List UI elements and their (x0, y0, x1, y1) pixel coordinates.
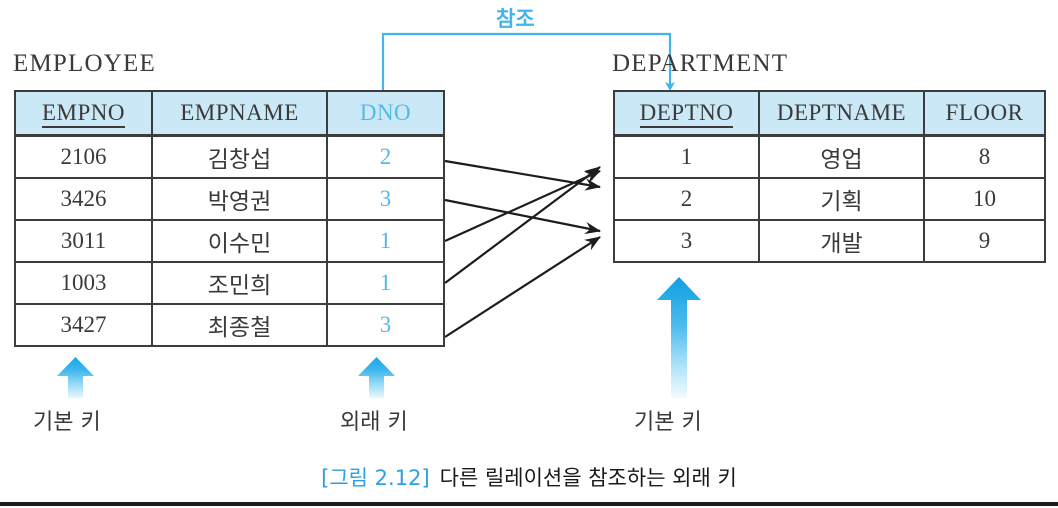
column-header-deptno: DEPTNO (613, 90, 760, 137)
cell-deptname: 개발 (758, 219, 925, 263)
cell-deptno: 3 (613, 219, 760, 263)
link-row5 (444, 236, 601, 338)
bottom-divider (0, 502, 1058, 506)
cell-dno: 3 (326, 177, 445, 221)
cell-dno: 3 (326, 303, 445, 347)
cell-deptname: 기획 (758, 177, 925, 221)
cell-empname: 이수민 (151, 219, 328, 263)
employee-header-row: EMPNO EMPNAME DNO (14, 90, 445, 137)
cell-empno: 3011 (14, 219, 153, 263)
column-header-empno: EMPNO (14, 90, 153, 137)
reference-label: 참조 (496, 7, 535, 31)
arrow-primary-key-employee (57, 357, 94, 398)
cell-empname: 김창섭 (151, 134, 328, 179)
cell-empname: 최종철 (151, 303, 328, 347)
column-header-floor: FLOOR (923, 90, 1046, 137)
table-row: 3 개발 9 (613, 219, 1046, 263)
cell-dno: 2 (326, 134, 445, 179)
label-foreign-key-dno: 외래 키 (340, 410, 408, 435)
department-relation-title: DEPARTMENT (612, 50, 789, 77)
link-row4 (444, 166, 601, 284)
table-row: 3426 박영권 3 (14, 177, 445, 221)
link-row2 (444, 198, 601, 235)
table-row: 2106 김창섭 2 (14, 134, 445, 179)
link-row1 (444, 159, 601, 191)
column-header-deptname: DEPTNAME (758, 90, 925, 137)
foreign-key-links (444, 159, 601, 338)
column-header-empname: EMPNAME (151, 90, 328, 137)
cell-floor: 10 (923, 177, 1046, 221)
cell-empno: 1003 (14, 261, 153, 305)
cell-floor: 9 (923, 219, 1046, 263)
figure-caption: [그림 2.12] 다른 릴레이션을 참조하는 외래 키 (0, 462, 1058, 492)
employee-relation-title: EMPLOYEE (13, 50, 156, 77)
cell-empno: 2106 (14, 134, 153, 179)
table-row: 1 영업 8 (613, 134, 1046, 179)
employee-table: EMPNO EMPNAME DNO 2106 김창섭 2 3426 박영권 3 … (14, 90, 445, 347)
label-primary-key-department: 기본 키 (634, 410, 702, 435)
cell-deptno: 2 (613, 177, 760, 221)
link-row3 (444, 169, 601, 243)
cell-dno: 1 (326, 261, 445, 305)
column-header-dno: DNO (326, 90, 445, 137)
table-row: 3427 최종철 3 (14, 303, 445, 347)
table-row: 2 기획 10 (613, 177, 1046, 221)
cell-empname: 조민희 (151, 261, 328, 305)
department-table: DEPTNO DEPTNAME FLOOR 1 영업 8 2 기획 10 3 개… (613, 90, 1046, 263)
arrow-foreign-key-dno (358, 357, 395, 398)
cell-deptname: 영업 (758, 134, 925, 179)
cell-deptno: 1 (613, 134, 760, 179)
cell-empno: 3426 (14, 177, 153, 221)
label-primary-key-employee: 기본 키 (33, 410, 101, 435)
cell-empno: 3427 (14, 303, 153, 347)
cell-empname: 박영권 (151, 177, 328, 221)
department-header-row: DEPTNO DEPTNAME FLOOR (613, 90, 1046, 137)
arrow-primary-key-department (657, 277, 701, 398)
cell-dno: 1 (326, 219, 445, 263)
figure-caption-text: 다른 릴레이션을 참조하는 외래 키 (439, 466, 737, 490)
table-row: 1003 조민희 1 (14, 261, 445, 305)
table-row: 3011 이수민 1 (14, 219, 445, 263)
figure-number: [그림 2.12] (321, 466, 430, 490)
cell-floor: 8 (923, 134, 1046, 179)
